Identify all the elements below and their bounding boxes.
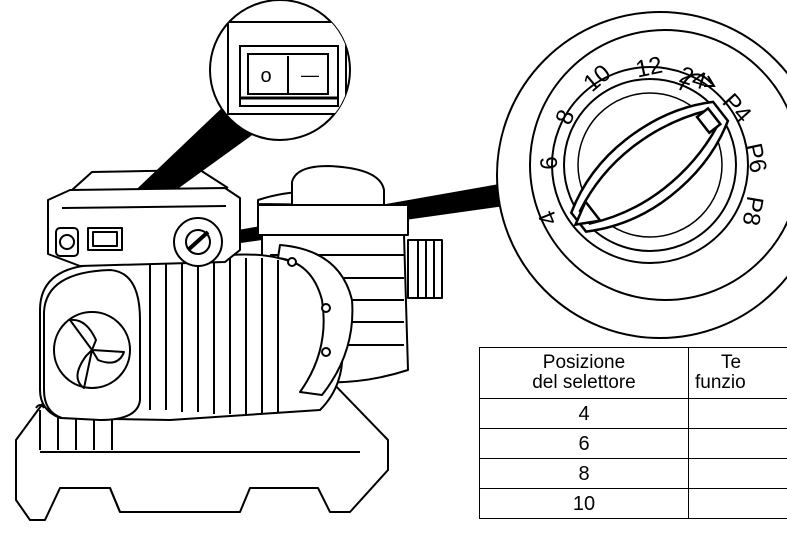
speed-selector-knob xyxy=(569,100,730,233)
cell-time xyxy=(688,428,787,459)
selector-pointer-icon xyxy=(573,199,603,227)
switch-on-label: — xyxy=(301,65,319,85)
dial-mark-p6: P6 xyxy=(739,141,772,175)
dial-magnifier: 4 6 8 10 12 24 P4 P6 P8 xyxy=(496,11,787,339)
header-selector-position: Posizione del selettore xyxy=(479,347,689,399)
timer-cycle-icon xyxy=(679,73,716,91)
header-operating-time: Te funzio xyxy=(688,347,787,399)
pump-body xyxy=(15,165,443,521)
dial-mark-12: 12 xyxy=(633,52,665,84)
table-row: 8 xyxy=(479,458,787,489)
dial-mark-6: 6 xyxy=(535,155,563,171)
table-row: 10 xyxy=(479,488,787,519)
dial-mark-p8: P8 xyxy=(737,194,769,228)
cell-time xyxy=(688,398,787,429)
table-header-row: Posizione del selettore Te funzio xyxy=(479,347,787,399)
cell-time xyxy=(688,488,787,519)
switch-magnifier: o — xyxy=(209,0,351,141)
cell-position: 6 xyxy=(479,428,689,459)
cell-position: 10 xyxy=(479,488,689,519)
table-row: 4 xyxy=(479,398,787,429)
selector-position-table: Posizione del selettore Te funzio 4 6 8 … xyxy=(479,347,787,519)
cell-time xyxy=(688,458,787,489)
table-row: 6 xyxy=(479,428,787,459)
switch-off-label: o xyxy=(260,65,271,87)
cell-position: 4 xyxy=(479,398,689,429)
cell-position: 8 xyxy=(479,458,689,489)
